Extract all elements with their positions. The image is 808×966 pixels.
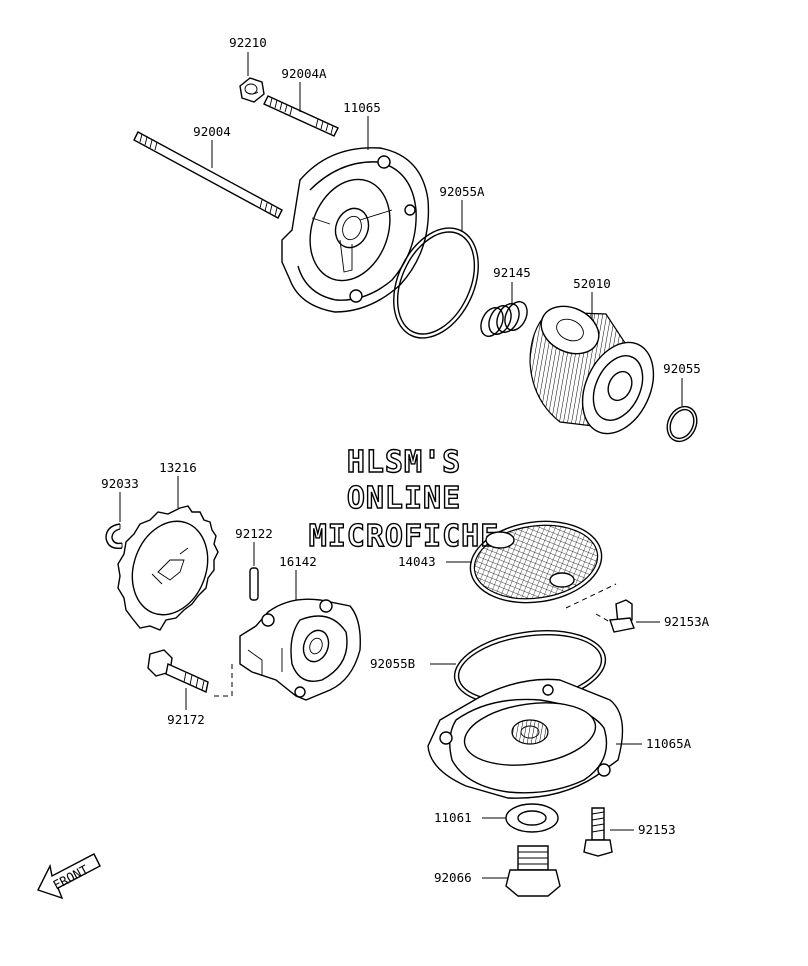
gasket-11061[interactable] <box>505 803 559 833</box>
label-92122: 92122 <box>235 526 273 541</box>
label-92066: 92066 <box>434 870 472 885</box>
dash-screen-bolt <box>565 583 617 623</box>
o-ring-92055a[interactable] <box>377 214 495 351</box>
label-92055b: 92055B <box>370 656 415 671</box>
watermark: HLSM'S ONLINE MICROFICHE <box>308 444 500 554</box>
label-92055: 92055 <box>663 361 701 376</box>
drain-plug-92066[interactable] <box>505 845 561 897</box>
front-direction-arrow: FRONT <box>37 853 101 900</box>
label-92004: 92004 <box>193 124 231 139</box>
bolt-92153a[interactable] <box>609 599 635 633</box>
label-13216: 13216 <box>159 460 197 475</box>
stud-92004[interactable] <box>133 131 283 219</box>
dash-pump-bolt <box>212 664 233 697</box>
label-92145: 92145 <box>493 265 531 280</box>
o-ring-92055[interactable] <box>662 402 703 446</box>
watermark-line3: MICROFICHE <box>309 519 500 554</box>
label-11065a: 11065A <box>646 736 692 751</box>
pin-92122[interactable] <box>249 567 259 601</box>
label-11061: 11061 <box>434 810 472 825</box>
label-92004a: 92004A <box>281 66 327 81</box>
label-16142: 16142 <box>279 554 317 569</box>
watermark-line2: ONLINE <box>347 481 461 516</box>
label-14043: 14043 <box>398 554 436 569</box>
bolt-92172[interactable] <box>147 649 209 693</box>
watermark-line1: HLSM'S <box>347 445 461 480</box>
spring-92145[interactable] <box>477 298 532 340</box>
circlip-92033[interactable] <box>105 523 123 549</box>
label-92055a: 92055A <box>439 184 485 199</box>
label-52010: 52010 <box>573 276 611 291</box>
nut-92210[interactable] <box>239 77 265 103</box>
label-92033: 92033 <box>101 476 139 491</box>
label-11065: 11065 <box>343 100 381 115</box>
label-92172: 92172 <box>167 712 205 727</box>
gear-13216[interactable] <box>117 505 220 631</box>
label-92153: 92153 <box>638 822 676 837</box>
oil-pan-cover-11065a[interactable] <box>427 678 624 799</box>
oil-pump-16142[interactable] <box>239 598 361 701</box>
label-92153a: 92153A <box>664 614 710 629</box>
label-92210: 92210 <box>229 35 267 50</box>
filter-cover-11065[interactable] <box>281 147 430 313</box>
oil-filter-52010[interactable] <box>529 297 667 445</box>
stud-92004a[interactable] <box>263 95 339 137</box>
bolt-92153[interactable] <box>583 807 613 857</box>
oil-screen-14043[interactable] <box>465 513 607 611</box>
